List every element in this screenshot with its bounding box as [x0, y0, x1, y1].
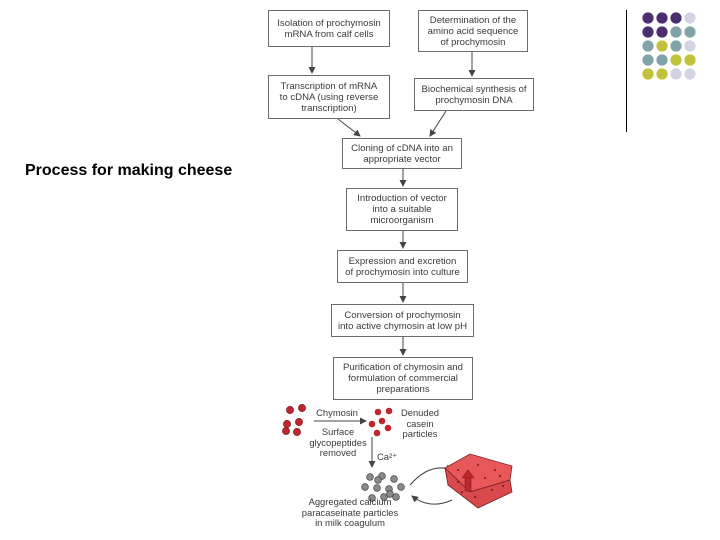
decorative-dot-purple: [670, 12, 682, 24]
decorative-dot-lavender: [670, 68, 682, 80]
box-determination: Determination of the amino acid sequence…: [418, 10, 528, 52]
decorative-dot-olive: [670, 54, 682, 66]
denuded-casein-particles: [368, 407, 393, 437]
denuded-particle: [374, 408, 382, 416]
aggregated-particle: [380, 493, 388, 501]
decorative-dot-teal: [670, 26, 682, 38]
decorative-dot-purple: [656, 26, 668, 38]
decorative-dot-teal: [642, 54, 654, 66]
arrow-transcription-to-cloning: [337, 118, 361, 137]
denuded-particle: [385, 407, 393, 415]
decorative-dot-olive: [656, 40, 668, 52]
casein-particles-intact: [282, 404, 306, 436]
cheese-hole: [456, 480, 460, 484]
box-cloning: Cloning of cDNA into an appropriate vect…: [342, 138, 462, 169]
decorative-divider-line: [626, 10, 627, 132]
cheese-hole: [473, 495, 477, 499]
decorative-dot-purple: [642, 26, 654, 38]
cheese-hole: [490, 488, 494, 492]
aggregated-particle: [386, 490, 394, 498]
curved-arrow-from-cheese: [411, 495, 453, 505]
denuded-particle: [373, 429, 381, 437]
surface-glycopeptides-label: Surface glycopeptides removed: [309, 426, 367, 458]
casein-particle: [282, 427, 290, 435]
box-transcription: Transcription of mRNA to cDNA (using rev…: [268, 75, 390, 119]
box-conversion: Conversion of prochymosin into active ch…: [331, 304, 474, 337]
denuded-casein-label: Denuded casein particles: [400, 407, 440, 439]
decorative-dot-lavender: [684, 12, 696, 24]
box-introduction: Introduction of vector into a suitable m…: [346, 188, 458, 231]
casein-particle: [293, 428, 301, 436]
denuded-particle: [378, 417, 386, 425]
box-purification: Purification of chymosin and formulation…: [333, 357, 473, 400]
aggregated-particle: [397, 483, 405, 491]
decorative-dot-lavender: [684, 40, 696, 52]
decorative-dot-olive: [656, 68, 668, 80]
casein-particle: [286, 406, 294, 414]
cheese-hole: [493, 468, 497, 472]
calcium-label: Ca²⁺: [377, 451, 398, 462]
aggregated-particle: [368, 494, 376, 502]
box-biochemical: Biochemical synthesis of prochymosin DNA: [414, 78, 534, 111]
decorative-dot-purple: [656, 12, 668, 24]
aggregated-particle: [390, 475, 398, 483]
aggregated-particles-label: Aggregated calcium paracaseinate particl…: [301, 496, 399, 528]
cheese-curd-icon: [444, 453, 513, 509]
aggregated-particle: [361, 483, 369, 491]
decorative-dot-teal: [642, 40, 654, 52]
casein-particle: [283, 420, 291, 428]
arrow-biochemical-to-cloning: [429, 110, 447, 137]
aggregated-particle: [392, 493, 400, 501]
decorative-dot-grid: [642, 12, 696, 80]
decorative-dot-teal: [656, 54, 668, 66]
decorative-dot-teal: [684, 26, 696, 38]
cheese-hole: [456, 468, 460, 472]
decorative-dot-olive: [684, 54, 696, 66]
box-isolation: Isolation of prochymosin mRNA from calf …: [268, 10, 390, 47]
decorative-dot-lavender: [684, 68, 696, 80]
casein-particle: [298, 404, 306, 412]
denuded-particle: [384, 424, 392, 432]
aggregated-particles: [361, 472, 405, 502]
cheese-hole: [483, 476, 487, 480]
casein-particle: [295, 418, 303, 426]
denuded-particle: [368, 420, 376, 428]
cheese-hole: [501, 484, 505, 488]
aggregated-particle: [373, 484, 381, 492]
chymosin-label: Chymosin: [316, 407, 358, 418]
decorative-dot-olive: [642, 68, 654, 80]
decorative-dot-teal: [670, 40, 682, 52]
cheese-hole: [476, 463, 480, 467]
slide-title: Process for making cheese: [25, 162, 233, 179]
decorative-dot-purple: [642, 12, 654, 24]
aggregated-particle: [366, 473, 374, 481]
aggregated-particle: [374, 476, 382, 484]
cheese-hole: [498, 474, 502, 478]
cheese-hole: [460, 490, 464, 494]
box-expression: Expression and excretion of prochymosin …: [337, 250, 468, 283]
